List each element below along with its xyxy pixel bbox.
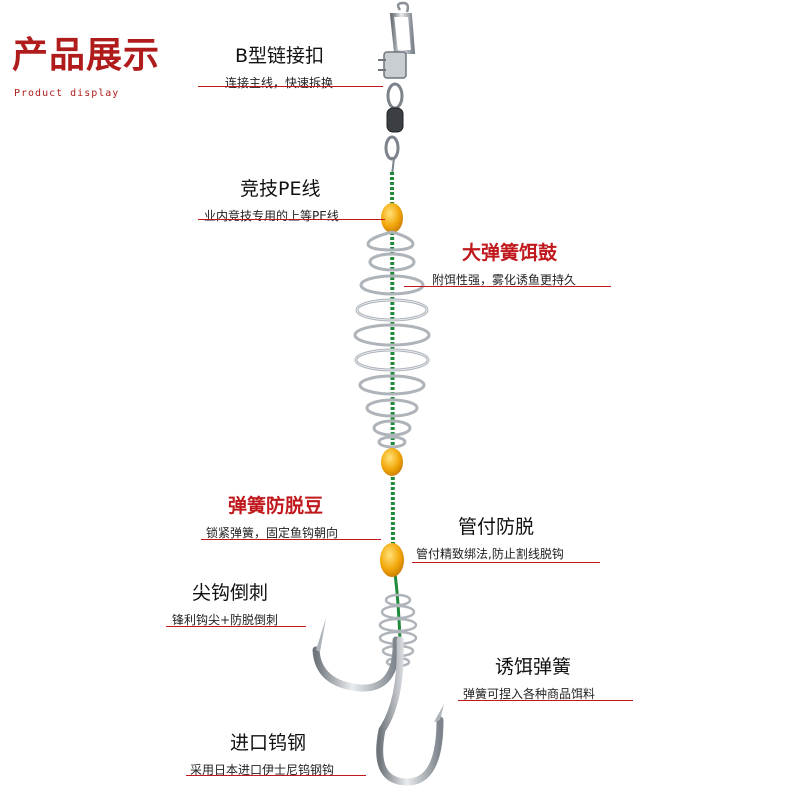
callout-desc: 业内竞技专用的上等PE线: [204, 209, 339, 223]
callout-title: 管付防脱: [458, 516, 535, 538]
callout-barb: 尖钩倒刺 锋利钩尖+防脱倒刺: [172, 582, 278, 628]
callout-title: 诱饵弹簧: [495, 656, 572, 678]
callout-desc: 管付精致绑法,防止割线脱钩: [416, 547, 564, 561]
callout-rule: [458, 700, 633, 701]
callout-desc: 弹簧可捏入各种商品饵料: [463, 687, 596, 701]
callout-pe-line: 竞技PE线 业内竞技专用的上等PE线: [204, 178, 339, 224]
callout-title: 弹簧防脱豆: [228, 495, 324, 517]
lower-bead-icon: [381, 448, 403, 476]
swivel-icon: [384, 82, 404, 176]
hook-icon: [312, 636, 444, 786]
page-title: 产品展示: [12, 35, 161, 76]
stopper-bead-icon: [380, 543, 404, 577]
callout-rule: [198, 219, 385, 220]
callout-bait-spring: 大弹簧饵鼓 附饵性强，雾化诱鱼更持久: [432, 242, 576, 288]
callout-title: 进口钨钢: [230, 732, 307, 754]
callout-title: 尖钩倒刺: [192, 582, 269, 604]
callout-rule: [198, 86, 383, 87]
callout-desc: 附饵性强，雾化诱鱼更持久: [432, 273, 577, 287]
callout-stopper-bead: 弹簧防脱豆 锁紧弹簧，固定鱼钩朝向: [206, 495, 338, 541]
callout-title: 大弹簧饵鼓: [462, 242, 558, 264]
callout-tube-fix: 管付防脱 管付精致绑法,防止割线脱钩: [416, 516, 564, 562]
right-hook-point-icon: [434, 704, 444, 722]
snap-clip-icon: [378, 1, 416, 79]
callout-title: 竞技PE线: [240, 178, 321, 200]
callout-desc: 锋利钩尖+防脱倒刺: [172, 613, 279, 627]
callout-desc: 采用日本进口伊士尼钨钢钩: [190, 763, 335, 777]
page-subtitle: Product display: [14, 88, 120, 99]
callout-rule: [186, 775, 366, 776]
callout-rule: [412, 562, 600, 563]
callout-desc: 锁紧弹簧，固定鱼钩朝向: [206, 526, 339, 540]
callout-rule: [404, 286, 611, 287]
callout-rule: [201, 539, 381, 540]
upper-bead-icon: [381, 203, 403, 233]
big-spring-icon: [353, 230, 431, 449]
callout-desc: 连接主线，快速拆换: [225, 76, 334, 90]
callout-lure-spring: 诱饵弹簧 弹簧可捏入各种商品饵料: [463, 656, 595, 702]
callout-rule: [166, 626, 306, 627]
callout-tungsten-steel: 进口钨钢 采用日本进口伊士尼钨钢钩: [190, 732, 334, 778]
callout-title: B型链接扣: [235, 45, 325, 67]
left-hook-point-icon: [316, 618, 326, 652]
callout-b-clip: B型链接扣 连接主线，快速拆换: [225, 45, 333, 91]
